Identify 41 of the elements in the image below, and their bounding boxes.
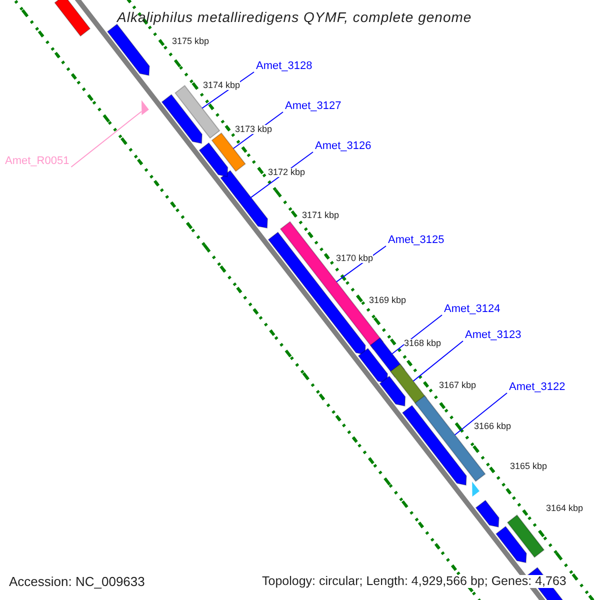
- gene-block: [402, 404, 467, 486]
- scale-label: 3170 kbp: [336, 254, 374, 263]
- leader-line: [412, 340, 464, 382]
- scale-label: 3166 kbp: [474, 422, 512, 431]
- leader-line: [392, 314, 442, 354]
- gene-block: [106, 24, 150, 76]
- gene-label: Amet_3128: [256, 61, 312, 72]
- gene-label: Amet_3122: [509, 382, 566, 393]
- gene-label: Amet_3123: [465, 330, 522, 341]
- scale-label: 3174 kbp: [203, 81, 240, 90]
- scale-label: 3175 kbp: [172, 37, 210, 46]
- scale-label: 3167 kbp: [439, 381, 476, 390]
- gene-block: [379, 376, 406, 407]
- gene-block: [475, 500, 500, 528]
- gene-bar: [211, 132, 246, 172]
- scale-label: 3164 kbp: [546, 504, 584, 513]
- scale-label: 3173 kbp: [235, 125, 272, 134]
- map-title: Alkaliphilus metalliredigens QYMF, complete genome: [117, 10, 472, 24]
- leader-line: [70, 110, 142, 168]
- leader-line: [454, 392, 508, 436]
- gene-block: [198, 142, 228, 178]
- feature-marker: [472, 482, 480, 497]
- gene-block: [358, 348, 388, 384]
- scale-label: 3171 kbp: [302, 211, 340, 220]
- genome-summary-text: Topology: circular; Length: 4,929,566 bp; Genes: 4,763: [262, 575, 566, 588]
- gene-bar: [506, 514, 545, 558]
- feature-marker: [142, 100, 149, 116]
- scale-label: 3168 kbp: [404, 339, 442, 348]
- gene-label: Amet_3124: [444, 304, 500, 315]
- gene-label: Amet_3126: [315, 141, 372, 152]
- scale-label: 3169 kbp: [369, 296, 406, 305]
- scale-label: 3165 kbp: [510, 462, 548, 471]
- gene-block: [495, 526, 527, 564]
- gene-label: Amet_3127: [285, 101, 342, 112]
- gene-bar: [54, 0, 91, 37]
- accession-text: Accession: NC_009633: [9, 575, 145, 588]
- gene-block: [220, 170, 268, 229]
- gene-label: Amet_R0051: [5, 156, 70, 167]
- gene-label: Amet_3125: [388, 235, 444, 246]
- scale-label: 3172 kbp: [268, 168, 306, 177]
- gene-block: [161, 94, 202, 144]
